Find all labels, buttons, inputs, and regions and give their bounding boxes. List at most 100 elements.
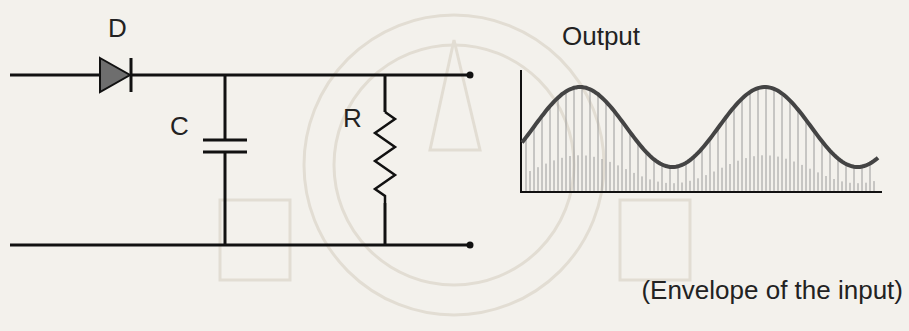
carrier-stroke xyxy=(802,165,803,191)
carrier-stroke xyxy=(554,160,555,191)
carrier-stroke xyxy=(594,157,595,191)
carrier-stroke xyxy=(758,88,759,191)
carrier-stroke xyxy=(770,156,771,192)
carrier-stroke xyxy=(830,151,831,191)
carrier-stroke xyxy=(866,183,867,191)
carrier-stroke xyxy=(562,158,563,191)
carrier-stroke xyxy=(846,164,847,191)
graph-axis xyxy=(521,70,882,193)
carrier-stroke xyxy=(650,179,651,191)
terminal xyxy=(467,72,474,249)
carrier-stroke xyxy=(806,120,807,191)
carrier-stroke xyxy=(574,88,575,191)
carrier-stroke xyxy=(798,110,799,191)
carrier-stroke xyxy=(602,159,603,191)
carrier-stroke xyxy=(786,159,787,191)
carrier-stroke xyxy=(734,107,735,191)
carrier-stroke xyxy=(738,161,739,191)
capacitor-label: C xyxy=(170,112,189,141)
carrier-stroke xyxy=(666,183,667,191)
carrier-stroke xyxy=(706,175,707,191)
carrier-stroke xyxy=(686,163,687,191)
carrier-stroke xyxy=(838,159,839,192)
diode-symbol xyxy=(100,58,131,92)
carrier-stroke xyxy=(638,143,639,192)
carrier-stroke xyxy=(534,127,535,191)
graph-caption: (Envelope of the input) xyxy=(641,276,903,305)
carrier-stroke xyxy=(634,173,635,191)
carrier-stroke xyxy=(530,171,531,191)
carrier-stroke xyxy=(746,158,747,191)
carrier-stroke xyxy=(826,176,827,191)
carrier-stroke xyxy=(710,139,711,191)
carrier-stroke xyxy=(586,156,587,192)
carrier-stroke xyxy=(570,156,571,191)
carrier-stroke xyxy=(774,89,775,191)
carrier-stroke xyxy=(614,111,615,191)
carrier-stroke xyxy=(822,141,823,191)
carrier-stroke xyxy=(782,94,783,192)
carrier-stroke xyxy=(714,172,715,192)
carrier-stroke xyxy=(658,182,659,191)
carrier-stroke xyxy=(814,131,815,191)
carrier-stroke xyxy=(870,163,871,191)
resistor-symbol xyxy=(375,112,395,203)
carrier-stroke xyxy=(726,117,727,191)
carrier-stroke xyxy=(818,172,819,191)
carrier-stroke xyxy=(670,167,671,191)
carrier-stroke xyxy=(610,162,611,191)
carrier-stroke xyxy=(590,89,591,191)
wire xyxy=(10,75,470,245)
carrier-stroke xyxy=(778,157,779,191)
carrier-stroke xyxy=(550,106,551,191)
carrier-stroke xyxy=(678,166,679,191)
carrier-stroke xyxy=(854,167,855,191)
carrier-stroke xyxy=(742,99,743,191)
carrier-stroke xyxy=(842,181,843,191)
resistor-label: R xyxy=(343,104,362,133)
carrier-stroke xyxy=(790,101,791,191)
carrier-stroke xyxy=(718,128,719,191)
carrier-stroke xyxy=(690,181,691,191)
carrier-stroke xyxy=(582,87,583,191)
carrier-stroke xyxy=(674,183,675,191)
carrier-stroke xyxy=(598,94,599,191)
carrier-stroke xyxy=(766,87,767,191)
carrier-stroke xyxy=(834,179,835,191)
carrier-stroke xyxy=(546,164,547,191)
carrier-stroke xyxy=(850,183,851,191)
carrier-stroke xyxy=(606,102,607,191)
carrier-stroke xyxy=(642,176,643,191)
carrier-stroke xyxy=(794,162,795,192)
carrier-stroke xyxy=(542,116,543,191)
carrier-stroke xyxy=(750,92,751,191)
carrier-stroke xyxy=(682,183,683,192)
carrier-stroke xyxy=(538,167,539,191)
carrier-stroke xyxy=(874,181,875,191)
carrier-stroke xyxy=(762,155,763,191)
carrier-stroke xyxy=(858,183,859,191)
carrier-stroke xyxy=(810,169,811,191)
carrier-stroke xyxy=(622,121,623,191)
carrier-stroke xyxy=(566,91,567,191)
graph-title: Output xyxy=(562,22,640,51)
carrier-stroke xyxy=(662,165,663,192)
carrier-stroke xyxy=(698,178,699,191)
watermark xyxy=(220,15,690,315)
carrier-stroke xyxy=(578,155,579,191)
envelope-curve xyxy=(522,87,878,167)
carrier-stroke xyxy=(618,165,619,191)
capacitor-symbol xyxy=(203,140,247,152)
carrier-stroke xyxy=(722,168,723,191)
carrier-stroke xyxy=(654,159,655,191)
carrier-stroke xyxy=(526,137,527,191)
carrier-stroke xyxy=(730,164,731,191)
diode-label: D xyxy=(108,14,127,43)
carrier-stroke xyxy=(626,169,627,191)
carrier-stroke xyxy=(694,157,695,191)
carrier-stroke xyxy=(630,132,631,191)
carrier-stroke xyxy=(702,149,703,192)
carrier-stroke xyxy=(862,167,863,192)
carrier-stroke xyxy=(754,156,755,191)
carrier-stroke xyxy=(558,98,559,191)
